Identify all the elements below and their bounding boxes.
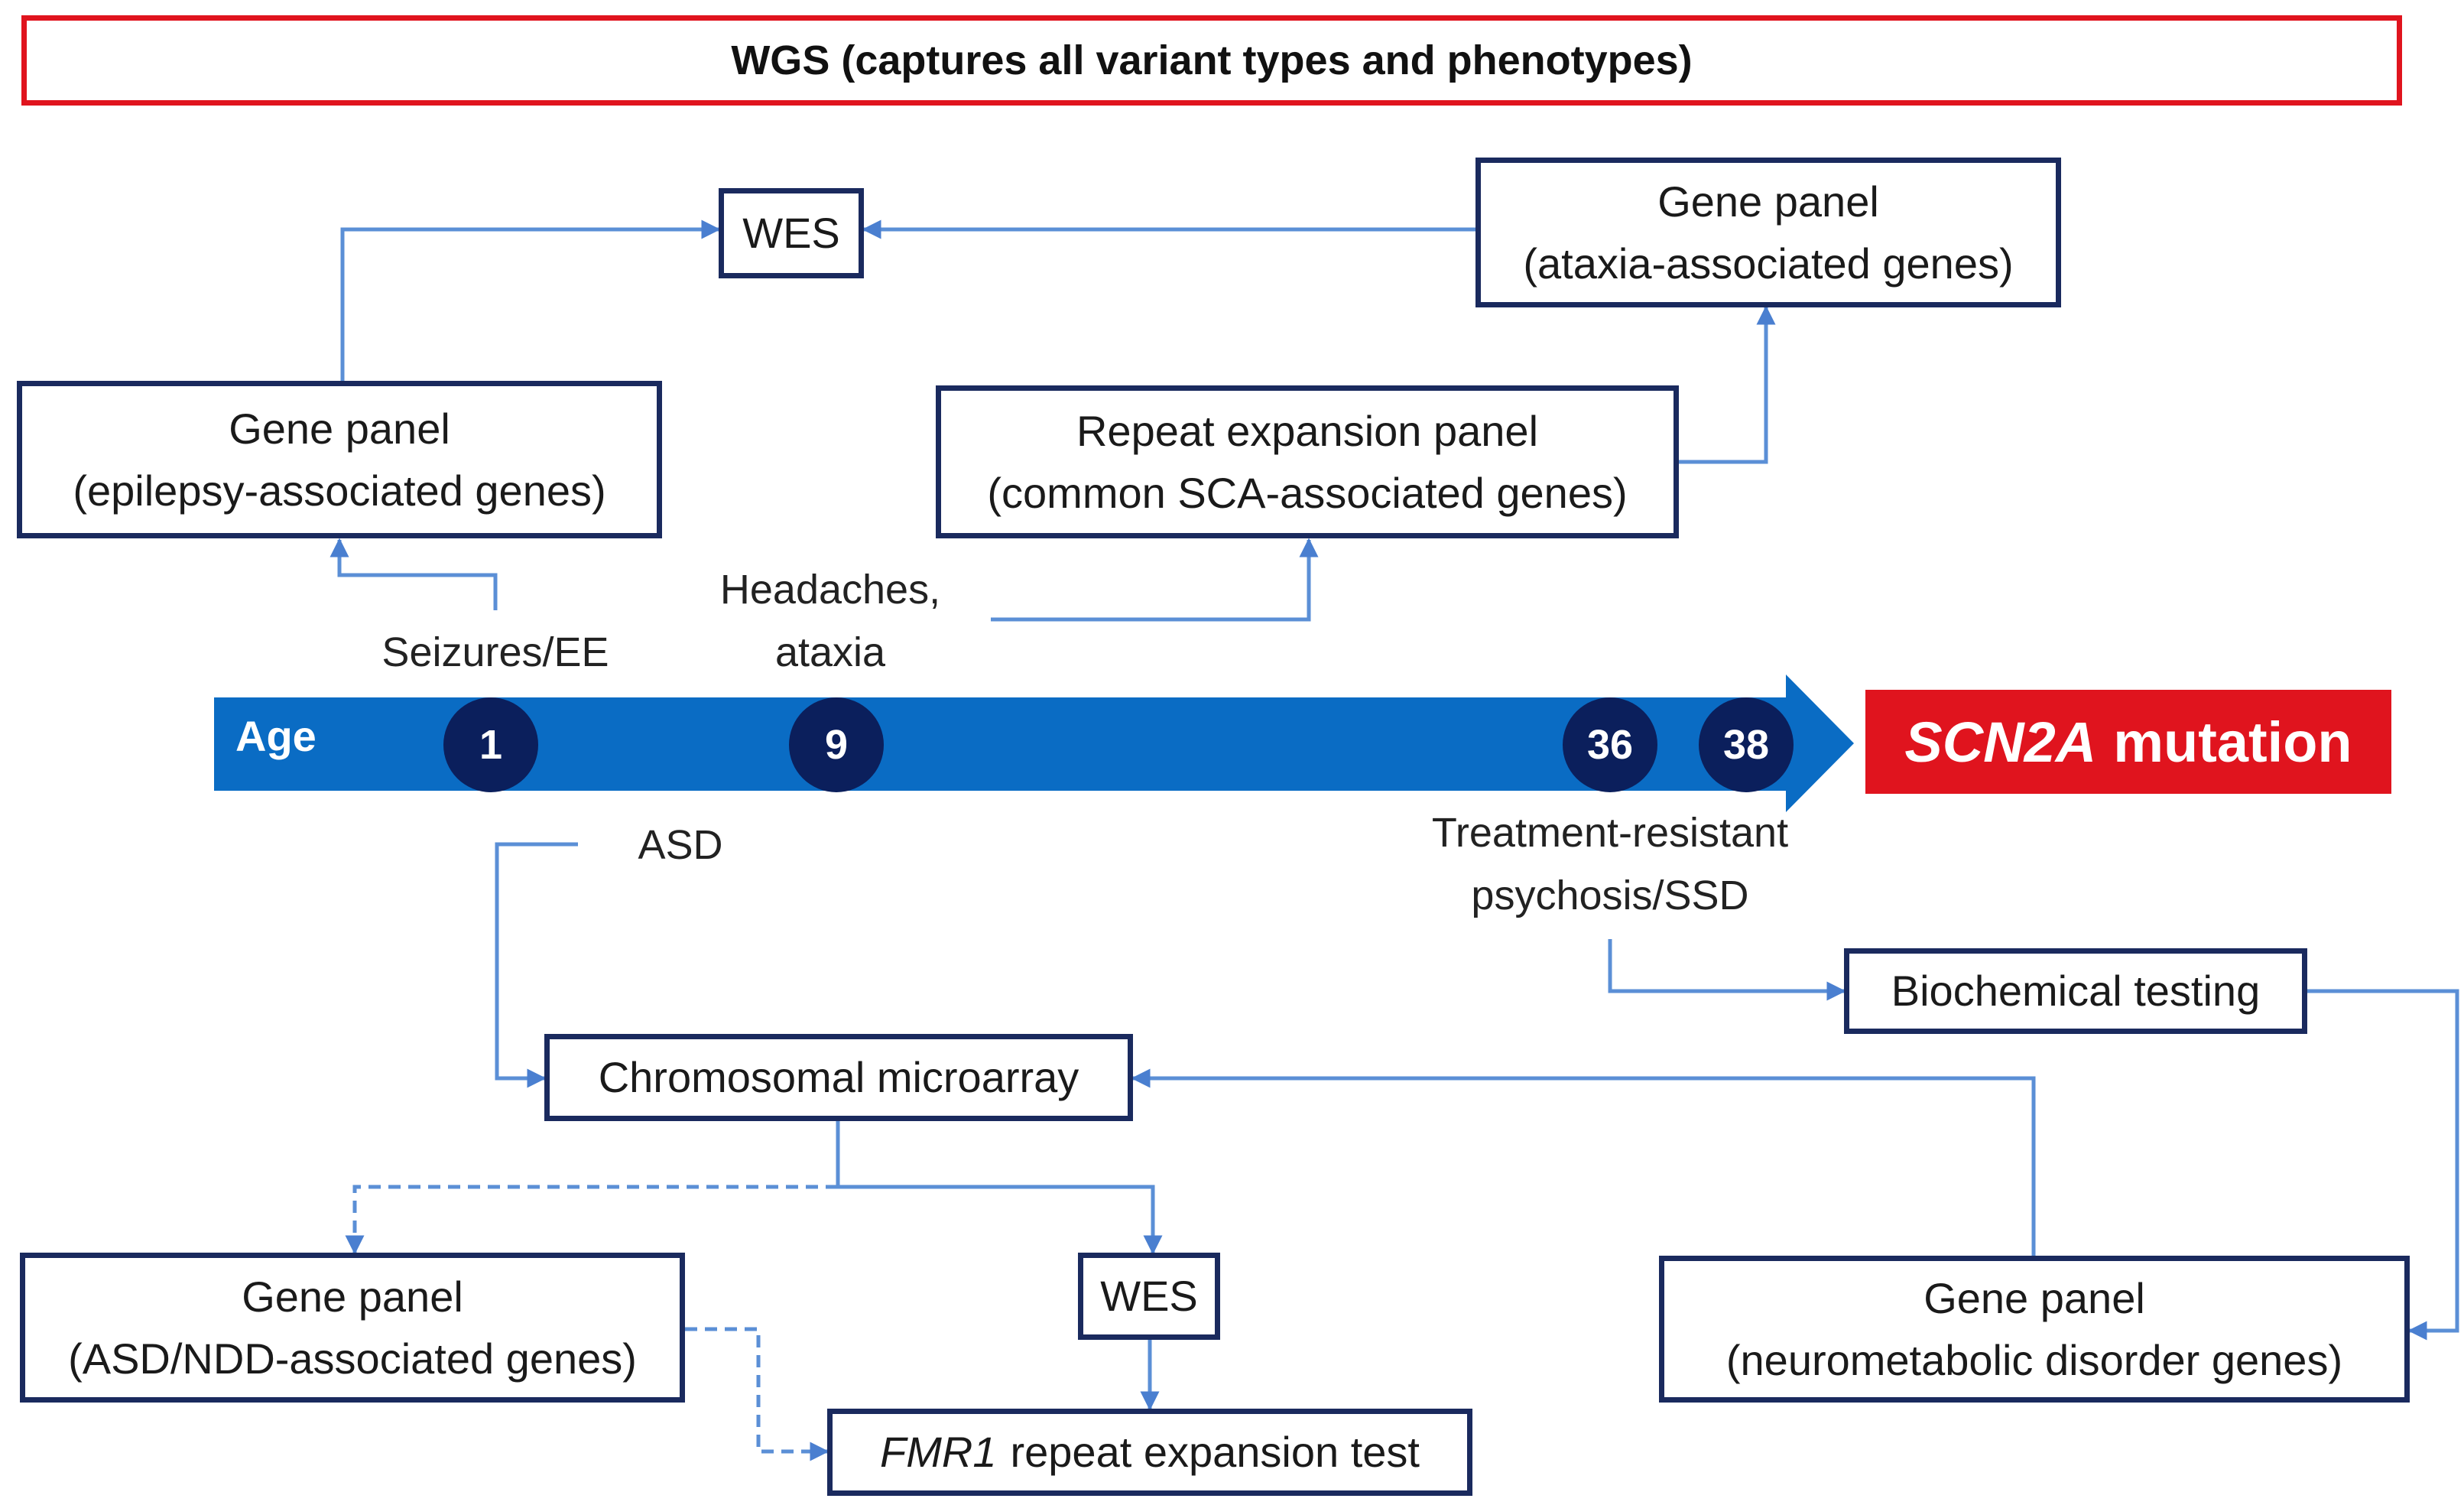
result-text: mutation — [2113, 710, 2352, 774]
connector-epilepsy-to-wes — [340, 219, 721, 381]
psychosis-label-line1: Treatment-resistant — [1431, 810, 1789, 856]
wes-top-box: WES — [719, 188, 864, 278]
connector-headaches-to-repeat — [991, 538, 1319, 622]
connector-microarray-to-wes — [836, 1121, 1163, 1255]
epilepsy-gene-panel-box: Gene panel (epilepsy-associated genes) — [17, 381, 662, 538]
repeat-expansion-panel-box: Repeat expansion panel (common SCA-assoc… — [936, 385, 1679, 538]
scn2a-mutation-result: SCN2A mutation — [1865, 690, 2391, 794]
connector-microarray-to-asd-panel — [345, 1185, 838, 1255]
headaches-label-line1: Headaches, — [719, 567, 941, 613]
wgs-header: WGS (captures all variant types and phen… — [21, 15, 2402, 106]
repeat-panel-subtitle: (common SCA-associated genes) — [987, 469, 1628, 517]
neurometabolic-gene-panel-box: Gene panel (neurometabolic disorder gene… — [1659, 1256, 2410, 1403]
chromosomal-microarray-box: Chromosomal microarray — [544, 1034, 1133, 1121]
repeat-panel-title: Repeat expansion panel — [1076, 406, 1539, 455]
timeline-arrow — [214, 674, 1854, 812]
connector-asd-panel-to-fmr1 — [685, 1327, 829, 1461]
asd-label: ASD — [638, 822, 723, 868]
neurometabolic-panel-subtitle: (neurometabolic disorder genes) — [1725, 1336, 2343, 1384]
ataxia-panel-subtitle: (ataxia-associated genes) — [1523, 239, 2014, 288]
age-marker-1: 1 — [443, 697, 538, 792]
asd-panel-title: Gene panel — [242, 1272, 463, 1321]
asd-panel-subtitle: (ASD/NDD-associated genes) — [68, 1334, 637, 1383]
psychosis-label-line2: psychosis/SSD — [1471, 873, 1749, 918]
connector-neurometabolic-to-microarray — [1131, 1068, 2036, 1256]
biochemical-label: Biochemical testing — [1891, 967, 2261, 1016]
age-marker-36: 36 — [1563, 697, 1657, 792]
age-marker-38: 38 — [1699, 697, 1794, 792]
result-gene: SCN2A — [1904, 710, 2097, 774]
asd-gene-panel-box: Gene panel (ASD/NDD-associated genes) — [20, 1253, 685, 1403]
biochemical-testing-box: Biochemical testing — [1844, 948, 2307, 1034]
psychosis-label: Treatment-resistant psychosis/SSD — [1381, 801, 1839, 927]
fmr1-test-label: repeat expansion test — [1010, 1428, 1420, 1477]
neurometabolic-panel-title: Gene panel — [1923, 1273, 2145, 1322]
headaches-ataxia-label: Headaches, ataxia — [693, 558, 968, 684]
fmr1-gene-label: FMR1 — [880, 1428, 997, 1477]
microarray-label: Chromosomal microarray — [598, 1053, 1079, 1102]
headaches-label-line2: ataxia — [774, 629, 886, 675]
connector-repeat-to-ataxia — [1679, 305, 1776, 464]
wes-bottom-box: WES — [1078, 1253, 1220, 1340]
connector-biochemical-to-neurometabolic — [2307, 989, 2459, 1341]
epilepsy-panel-subtitle: (epilepsy-associated genes) — [73, 466, 606, 515]
epilepsy-panel-title: Gene panel — [229, 404, 450, 453]
wes-bottom-label: WES — [1100, 1272, 1198, 1321]
connector-asd-to-microarray — [495, 842, 578, 1088]
fmr1-repeat-test-box: FMR1 repeat expansion test — [827, 1409, 1472, 1496]
ataxia-panel-title: Gene panel — [1657, 177, 1879, 226]
connector-seizures-to-epilepsy — [330, 538, 498, 610]
wes-top-label: WES — [742, 209, 840, 258]
ataxia-gene-panel-box: Gene panel (ataxia-associated genes) — [1475, 158, 2061, 307]
age-axis-label: Age — [235, 712, 317, 760]
seizures-label: Seizures/EE — [381, 629, 609, 675]
connector-psychosis-to-biochemical — [1608, 939, 1846, 1001]
age-marker-9: 9 — [789, 697, 884, 792]
